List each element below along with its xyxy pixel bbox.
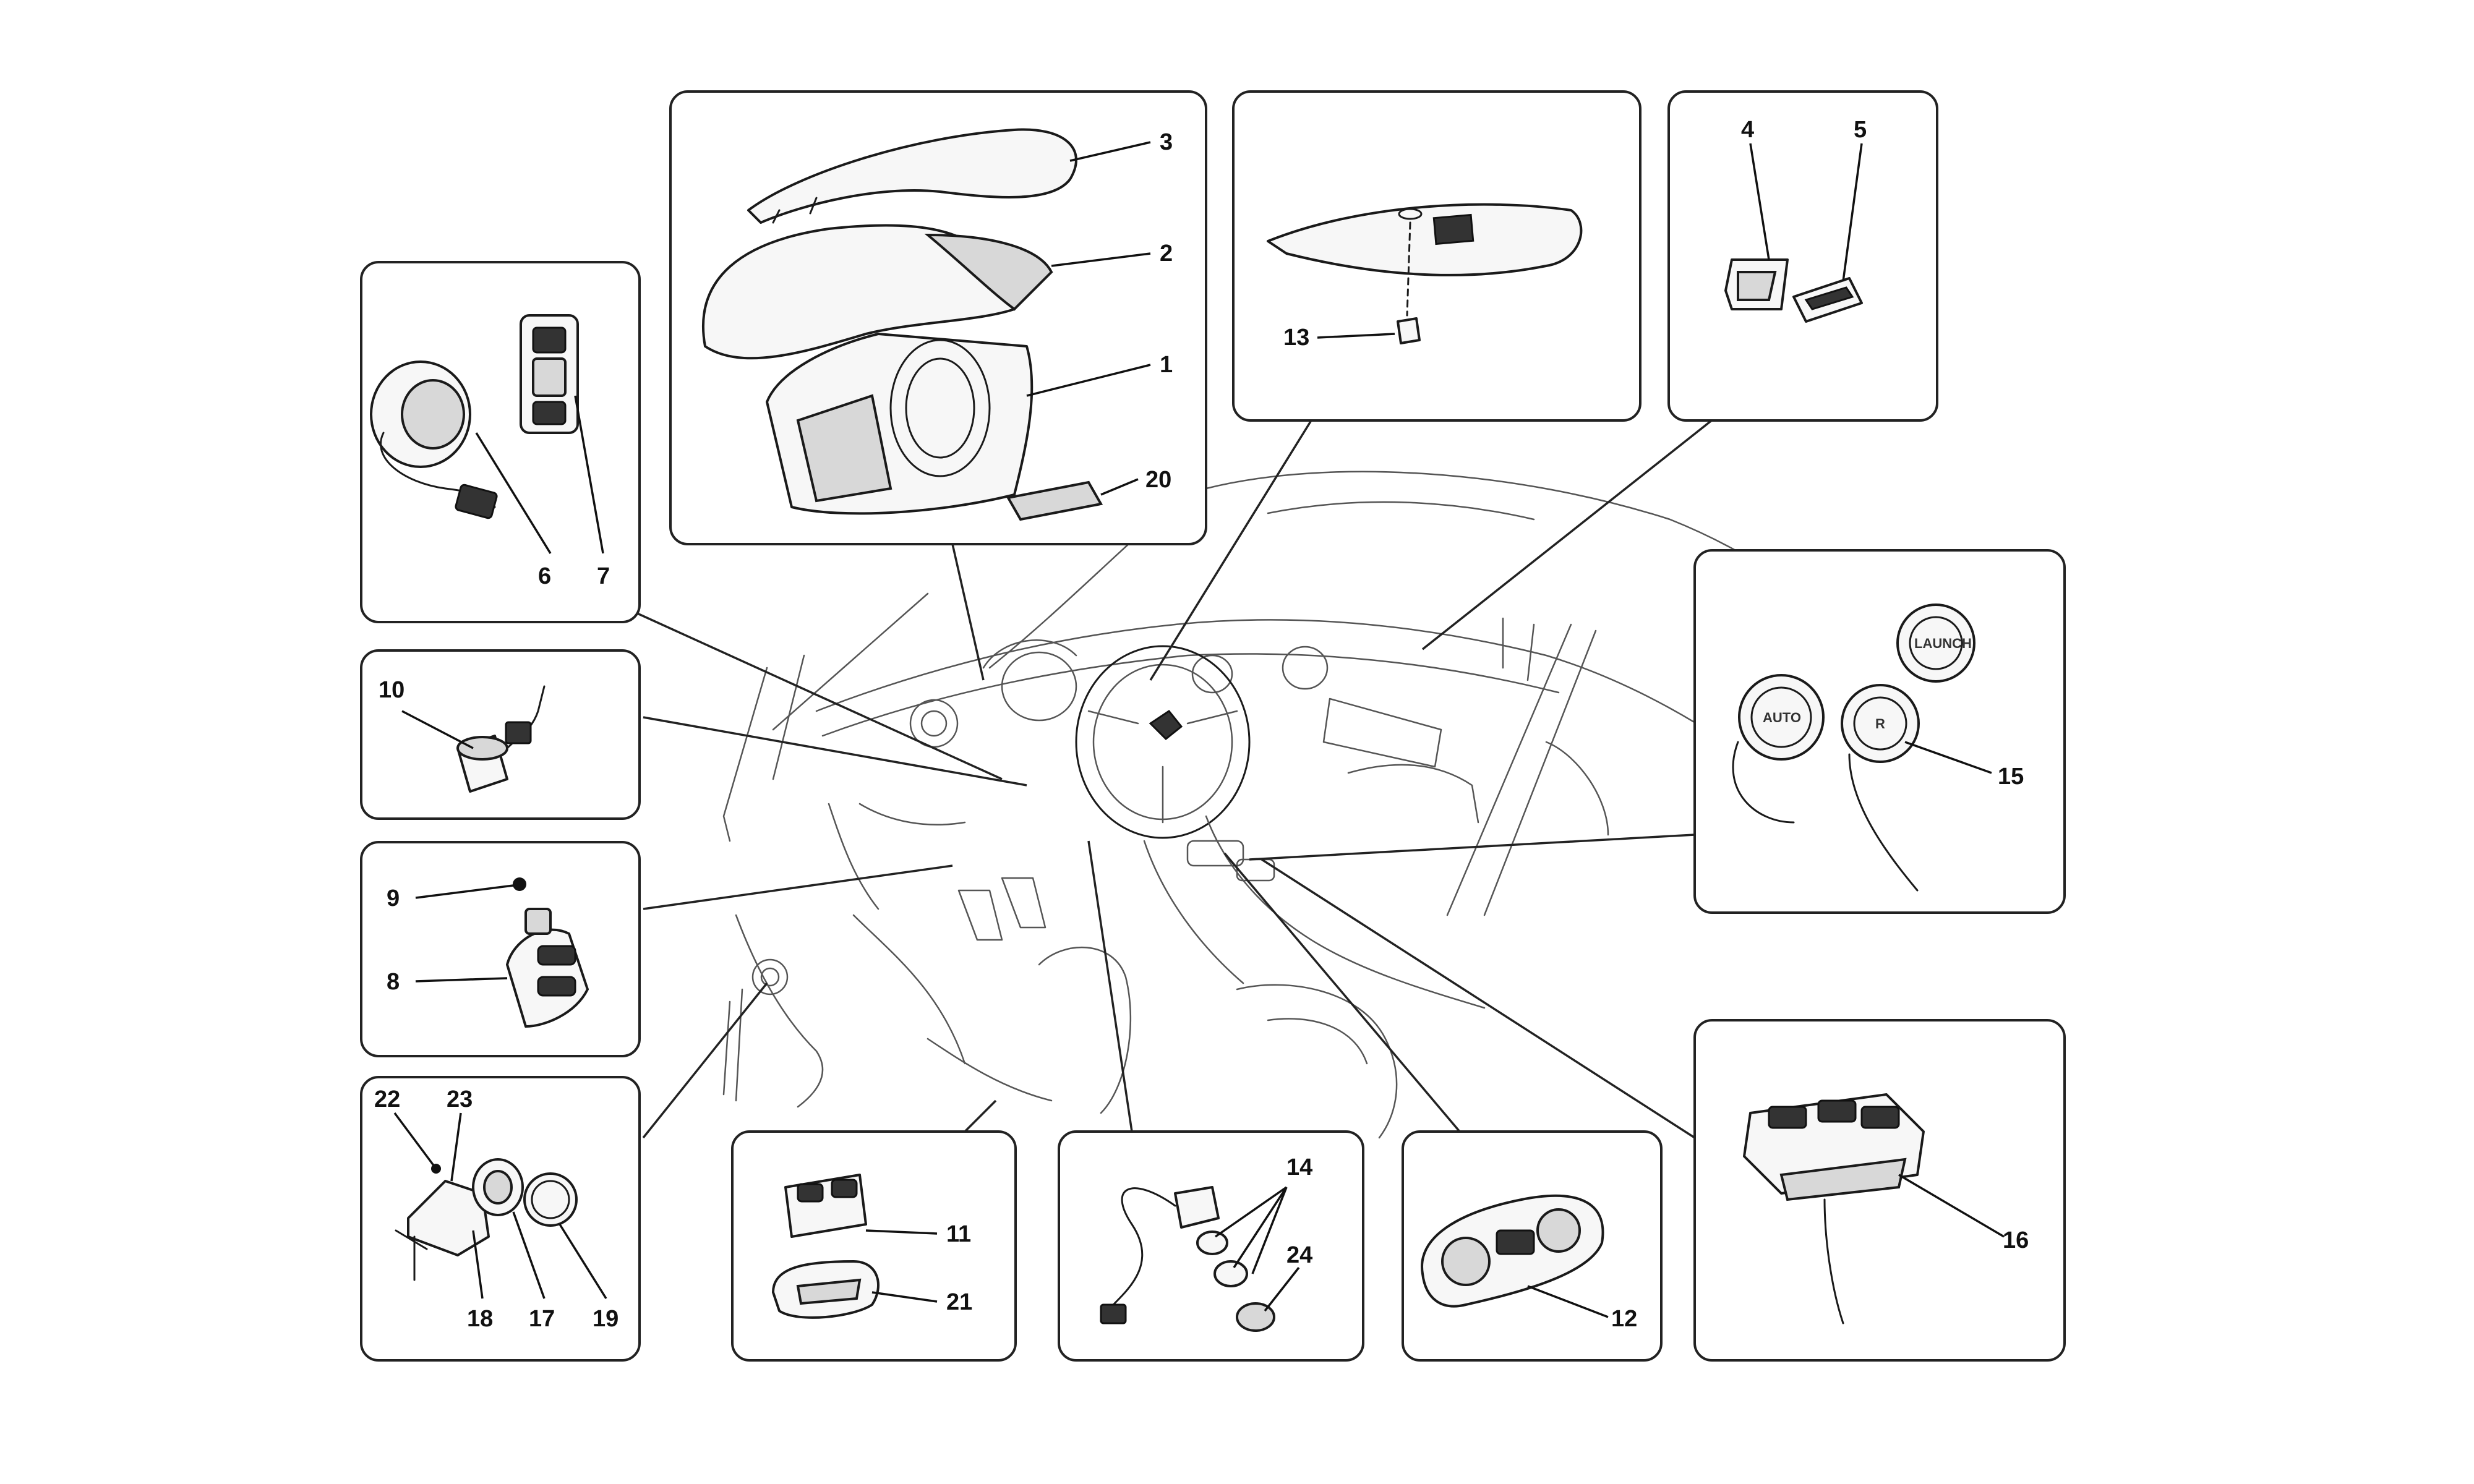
box-fuel-flap-release: 22 23 18 17 19 [360, 1076, 641, 1362]
auto-button-label: AUTO [1763, 710, 1801, 725]
bulb-icon [1397, 317, 1421, 344]
callout-number: 21 [946, 1289, 972, 1315]
cover-icon [747, 128, 1077, 224]
box-connector-switch: 10 [360, 649, 641, 820]
callout-number: 2 [1160, 241, 1173, 267]
r-button-label: R [1875, 716, 1885, 731]
box-window-switch: 9 8 [360, 841, 641, 1057]
callout-number: 18 [467, 1306, 493, 1332]
callout-number: 8 [387, 969, 400, 995]
box-courtesy-light: 13 [1232, 90, 1641, 422]
callout-number: 1 [1160, 352, 1173, 378]
callout-number: 19 [593, 1306, 618, 1332]
launch-button-icon [1896, 603, 1975, 683]
box-switch-module: 16 [1693, 1019, 2066, 1362]
callout-number: 22 [374, 1086, 400, 1112]
callout-number: 14 [1286, 1154, 1312, 1180]
plug-icon [1100, 1303, 1127, 1324]
r-button-icon [1841, 684, 1920, 763]
box-switch-frames: 4 5 [1667, 90, 1938, 422]
callout-number: 7 [597, 563, 610, 589]
callout-number: 11 [946, 1221, 971, 1247]
callout-lines [593, 413, 1721, 1139]
box-switch-and-frame: 11 21 [731, 1130, 1017, 1362]
callout-number: 9 [387, 885, 400, 911]
box-rotary-switches: 6 7 [360, 261, 641, 623]
launch-button-label: LAUNCH [1914, 636, 1972, 651]
connector-icon [1174, 1186, 1220, 1229]
callout-number: 4 [1741, 117, 1754, 143]
box-climate-control: 12 [1402, 1130, 1663, 1362]
callout-number: 17 [529, 1306, 555, 1332]
callout-number: 24 [1286, 1242, 1312, 1268]
sponge-icon [1006, 480, 1103, 521]
callout-number: 15 [1998, 764, 2024, 790]
box-instrument-cluster: 3 2 1 20 [669, 90, 1207, 545]
bracket-icon [407, 1180, 490, 1256]
callout-number: 3 [1160, 129, 1173, 155]
callout-number: 16 [2003, 1227, 2029, 1253]
callout-number: 20 [1145, 467, 1171, 493]
callout-number: 6 [538, 563, 551, 589]
box-connector-harness: 14 24 [1058, 1130, 1364, 1362]
grommet-icon [1196, 1230, 1228, 1255]
car-interior-sketch [722, 471, 1826, 1139]
callout-number: 13 [1283, 325, 1309, 351]
callout-number: 23 [447, 1086, 473, 1112]
callout-number: 12 [1611, 1306, 1637, 1332]
ceiling-panel-icon [1267, 203, 1583, 276]
callout-number: 5 [1854, 117, 1867, 143]
callout-number: 10 [379, 677, 404, 703]
box-paddle-buttons: AUTO R LAUNCH 15 [1693, 549, 2066, 914]
screw-icon [513, 877, 526, 891]
